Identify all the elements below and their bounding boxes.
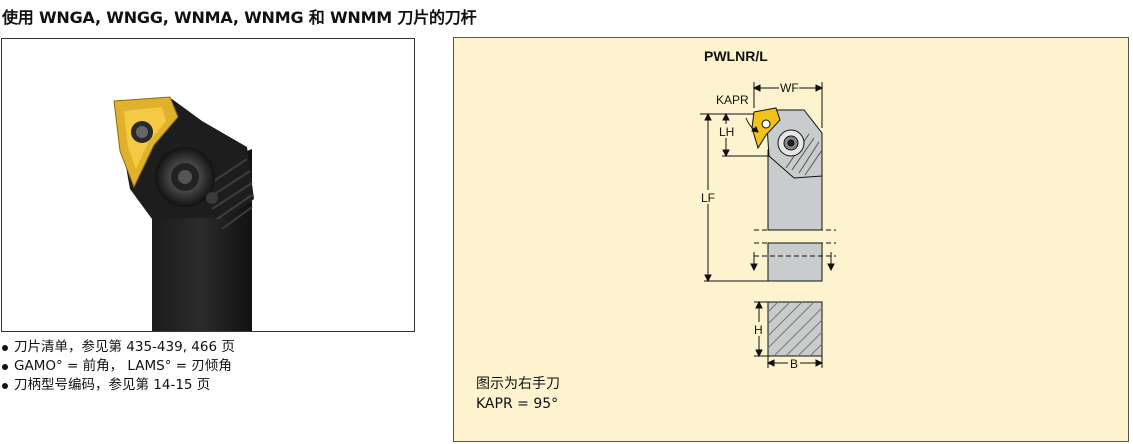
notes-list: 刀片清单，参见第 435-439, 466 页 GAMO° = 前角， LAMS… [2, 338, 235, 395]
bullet-icon [2, 344, 8, 351]
caption-kapr: KAPR = 95° [476, 396, 559, 412]
dim-label-lh: LH [719, 125, 734, 139]
drawing-caption: 图示为右手刀 KAPR = 95° [476, 374, 560, 414]
bullet-icon [2, 363, 8, 370]
dim-label-lf: LF [701, 191, 715, 205]
note-item: 刀片清单，参见第 435-439, 466 页 [2, 338, 235, 357]
page-title: 使用 WNGA, WNGG, WNMA, WNMG 和 WNMM 刀片的刀杆 [2, 8, 477, 27]
dim-label-h: H [754, 323, 763, 337]
bullet-icon [2, 382, 8, 389]
caption-hand: 图示为右手刀 [476, 376, 560, 392]
dim-label-wf: WF [780, 81, 799, 95]
technical-drawing: WF KAPR LH LF H B [700, 81, 836, 371]
model-title: PWLNR/L [704, 48, 768, 64]
note-item: 刀柄型号编码，参见第 14-15 页 [2, 376, 235, 395]
product-photo [1, 38, 415, 332]
dim-label-b: B [790, 357, 798, 371]
technical-drawing-panel: PWLNR/L [453, 37, 1129, 442]
note-item: GAMO° = 前角， LAMS° = 刃倾角 [2, 357, 235, 376]
dim-label-kapr: KAPR [716, 93, 749, 107]
